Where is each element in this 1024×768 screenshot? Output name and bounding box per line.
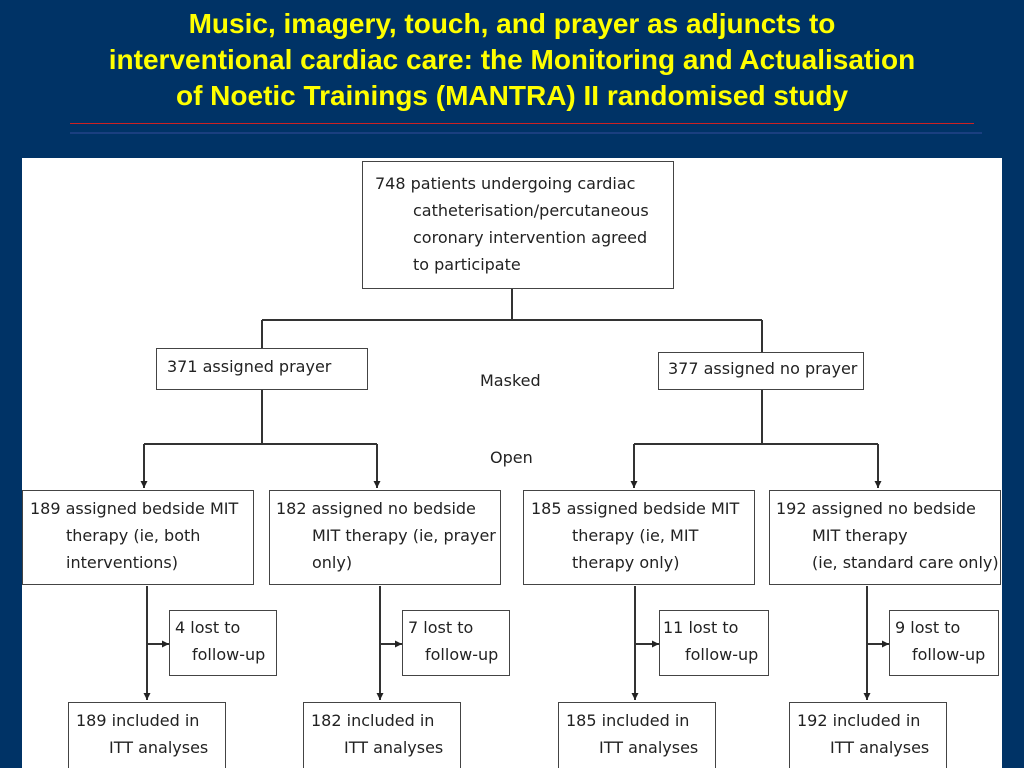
title-divider-red xyxy=(70,123,974,124)
lost-box-2: 7 lost to follow-up xyxy=(402,610,510,676)
included-box-2: 182 included in ITT analyses xyxy=(303,702,461,768)
group-box-3: 185 assigned bedside MIT therapy (ie, MI… xyxy=(523,490,755,585)
title-divider-blue xyxy=(70,132,982,134)
included-box-3: 185 included in ITT analyses xyxy=(558,702,716,768)
group-box-4: 192 assigned no bedside MIT therapy (ie,… xyxy=(769,490,1001,585)
prayer-box: 371 assigned prayer xyxy=(156,348,368,390)
title-line-3: of Noetic Trainings (MANTRA) II randomis… xyxy=(175,80,849,111)
group-box-2: 182 assigned no bedside MIT therapy (ie,… xyxy=(269,490,501,585)
title-line-2: interventional cardiac care: the Monitor… xyxy=(108,44,916,75)
open-label: Open xyxy=(490,448,533,467)
included-box-4: 192 included in ITT analyses xyxy=(789,702,947,768)
masked-label: Masked xyxy=(480,371,541,390)
included-box-1: 189 included in ITT analyses xyxy=(68,702,226,768)
flowchart-connectors xyxy=(140,288,889,700)
no-prayer-box: 377 assigned no prayer xyxy=(658,352,864,390)
lost-box-1: 4 lost to follow-up xyxy=(169,610,277,676)
lost-box-4: 9 lost to follow-up xyxy=(889,610,999,676)
slide-title: Music, imagery, touch, and prayer as adj… xyxy=(0,6,1024,114)
enrolled-box: 748 patients undergoing cardiac catheter… xyxy=(362,161,674,289)
lost-box-3: 11 lost to follow-up xyxy=(659,610,769,676)
flowchart-panel: 748 patients undergoing cardiac catheter… xyxy=(22,158,1002,768)
group-box-1: 189 assigned bedside MIT therapy (ie, bo… xyxy=(22,490,254,585)
title-line-1: Music, imagery, touch, and prayer as adj… xyxy=(188,8,836,39)
